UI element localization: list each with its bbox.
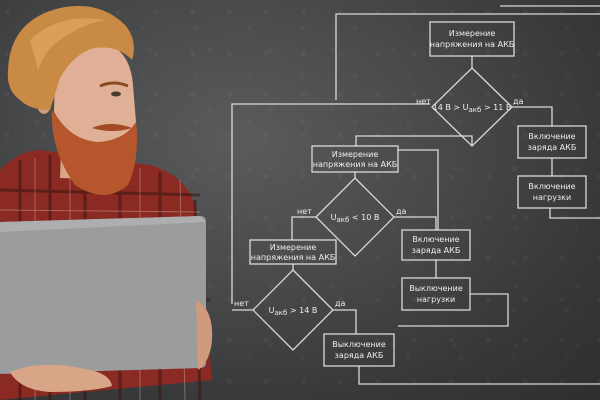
charge-on-box-1-line1: Включение [528, 132, 575, 141]
condition-3-text: Uакб > 14 В [269, 306, 318, 317]
condition-2-text: Uакб < 10 В [331, 213, 380, 224]
charge-on-box-2-line1: Включение [412, 235, 459, 244]
loop-line-mid [355, 135, 473, 146]
arrow-yes-1 [512, 106, 553, 126]
arrow-yes-2 [394, 216, 437, 230]
load-off-box-line1: Выключение [409, 284, 463, 293]
condition-diamond-3 [252, 269, 334, 351]
left-hand [10, 364, 112, 392]
face [54, 40, 136, 142]
arrow-yes-3 [333, 309, 357, 334]
measure-box-2-line1: Измерение [332, 150, 379, 159]
mustache [92, 124, 132, 131]
charge-off-box-line1: Выключение [332, 340, 386, 349]
condition-diamond-2 [315, 177, 395, 257]
label-no-3: нет [234, 299, 249, 308]
measure-box-3-line1: Измерение [270, 243, 317, 252]
charge-on-box-1-line2: заряда АКБ [528, 143, 577, 152]
charge-on-box-2-line2: заряда АКБ [412, 246, 461, 255]
load-on-box [517, 175, 587, 209]
measure-box-1-line2: напряжения на АКБ [430, 40, 514, 49]
loop-line-right2 [398, 293, 509, 327]
eyebrow [99, 81, 129, 88]
hair-highlight [30, 18, 105, 70]
load-on-box-line2: нагрузки [533, 193, 571, 202]
label-yes-3: да [335, 299, 346, 308]
arrow-no-2 [291, 216, 316, 240]
measure-box-1-line1: Измерение [449, 29, 496, 38]
loop-line-left [231, 103, 430, 304]
load-on-box-line1: Включение [528, 182, 575, 191]
eye [111, 91, 121, 97]
label-no-1: нет [416, 97, 431, 106]
loop-line-bottom [358, 366, 600, 385]
loop-line-right [549, 208, 600, 219]
charge-off-box-line2: заряда АКБ [335, 351, 384, 360]
load-off-box-line2: нагрузки [417, 295, 455, 304]
label-yes-1: да [513, 97, 524, 106]
laptop-lid [0, 216, 206, 374]
beard [51, 110, 137, 195]
loop-line-top [335, 13, 600, 100]
label-no-2: нет [297, 207, 312, 216]
label-yes-2: да [396, 207, 407, 216]
laptop-lid-shade [0, 216, 206, 232]
right-hand [196, 300, 213, 370]
measure-box-3-line2: напряжения на АКБ [251, 253, 335, 262]
condition-1-text: 14 В > Uакб > 11 В [433, 103, 512, 114]
measure-box-2-line2: напряжения на АКБ [313, 160, 397, 169]
loop-line-mid-right [398, 149, 439, 230]
hair [7, 6, 134, 110]
